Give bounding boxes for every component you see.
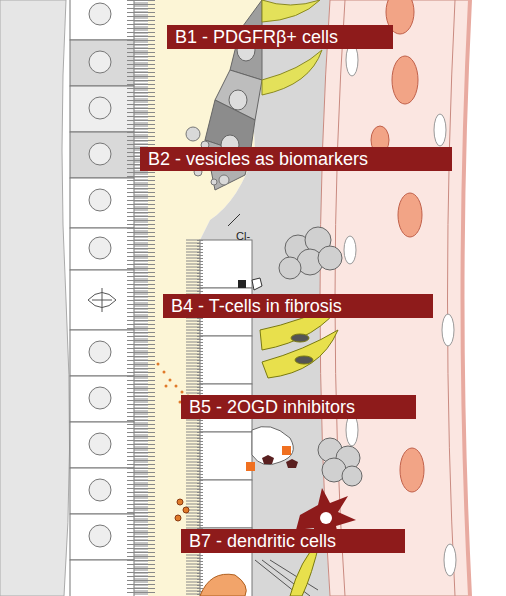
ion-label: Cl-: [236, 230, 250, 242]
label-box: B2 - vesicles as biomarkers: [140, 147, 452, 171]
label-box: B7 - dendritic cells: [181, 529, 405, 553]
label-text: B1 - PDGFRβ+ cells: [175, 27, 338, 47]
ion-label-text: Cl-: [236, 230, 250, 242]
label-text: B5 - 2OGD inhibitors: [189, 397, 355, 417]
label-box: B1 - PDGFRβ+ cells: [167, 25, 393, 49]
label-box: B5 - 2OGD inhibitors: [181, 395, 416, 419]
label-text: B4 - T-cells in fibrosis: [171, 296, 342, 316]
label-text: B2 - vesicles as biomarkers: [148, 149, 368, 169]
label-box: B4 - T-cells in fibrosis: [163, 294, 433, 318]
label-text: B7 - dendritic cells: [189, 531, 336, 551]
